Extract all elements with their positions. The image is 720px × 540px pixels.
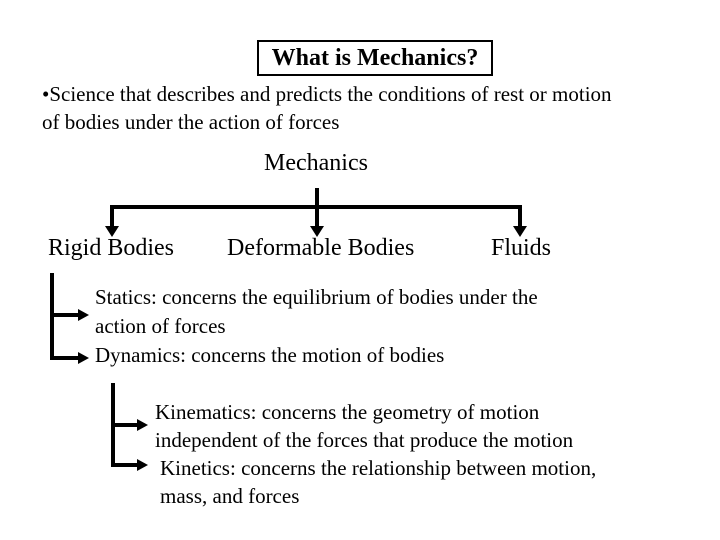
definition-paragraph: •Science that describes and predicts the… bbox=[42, 80, 714, 136]
kinematics-line-2: independent of the forces that produce t… bbox=[155, 428, 574, 452]
branch-label-deformable-bodies: Deformable Bodies bbox=[227, 235, 415, 261]
definition-line-1: •Science that describes and predicts the… bbox=[42, 82, 612, 106]
rigid-bracket-arrow-stem-dynamics bbox=[50, 356, 78, 360]
slide-title: What is Mechanics? bbox=[271, 45, 479, 71]
tree-center-stem bbox=[315, 188, 319, 226]
definition-line-2: of bodies under the action of forces bbox=[42, 110, 340, 134]
kinetics-line-1: Kinetics: concerns the relationship betw… bbox=[160, 456, 597, 480]
dynamics-line: Dynamics: concerns the motion of bodies bbox=[95, 343, 445, 367]
down-arrowhead-left-icon bbox=[105, 226, 119, 237]
right-arrowhead-kinematics-icon bbox=[137, 419, 148, 431]
statics-dynamics-text: Statics: concerns the equilibrium of bod… bbox=[95, 283, 655, 370]
dynamics-bracket-arrow-stem-kinetics bbox=[111, 463, 137, 467]
rigid-bracket-arrow-stem-statics bbox=[50, 313, 78, 317]
tree-left-stem bbox=[110, 205, 114, 226]
kinematics-kinetics-text: Kinematics: concerns the geometry of mot… bbox=[155, 398, 715, 510]
tree-right-stem bbox=[518, 205, 522, 226]
right-arrowhead-statics-icon bbox=[78, 309, 89, 321]
tree-root-label: Mechanics bbox=[264, 150, 368, 176]
dynamics-bracket-arrow-stem-kinematics bbox=[111, 423, 137, 427]
statics-line-2: action of forces bbox=[95, 314, 226, 338]
kinetics-line-2: mass, and forces bbox=[160, 484, 300, 508]
down-arrowhead-center-icon bbox=[310, 226, 324, 237]
statics-line-1: Statics: concerns the equilibrium of bod… bbox=[95, 285, 538, 309]
down-arrowhead-right-icon bbox=[513, 226, 527, 237]
kinematics-line-1: Kinematics: concerns the geometry of mot… bbox=[155, 400, 540, 424]
branch-label-fluids: Fluids bbox=[491, 235, 552, 261]
right-arrowhead-dynamics-icon bbox=[78, 352, 89, 364]
branch-label-rigid-bodies: Rigid Bodies bbox=[48, 235, 175, 261]
slide-title-box: What is Mechanics? bbox=[257, 40, 493, 76]
right-arrowhead-kinetics-icon bbox=[137, 459, 148, 471]
